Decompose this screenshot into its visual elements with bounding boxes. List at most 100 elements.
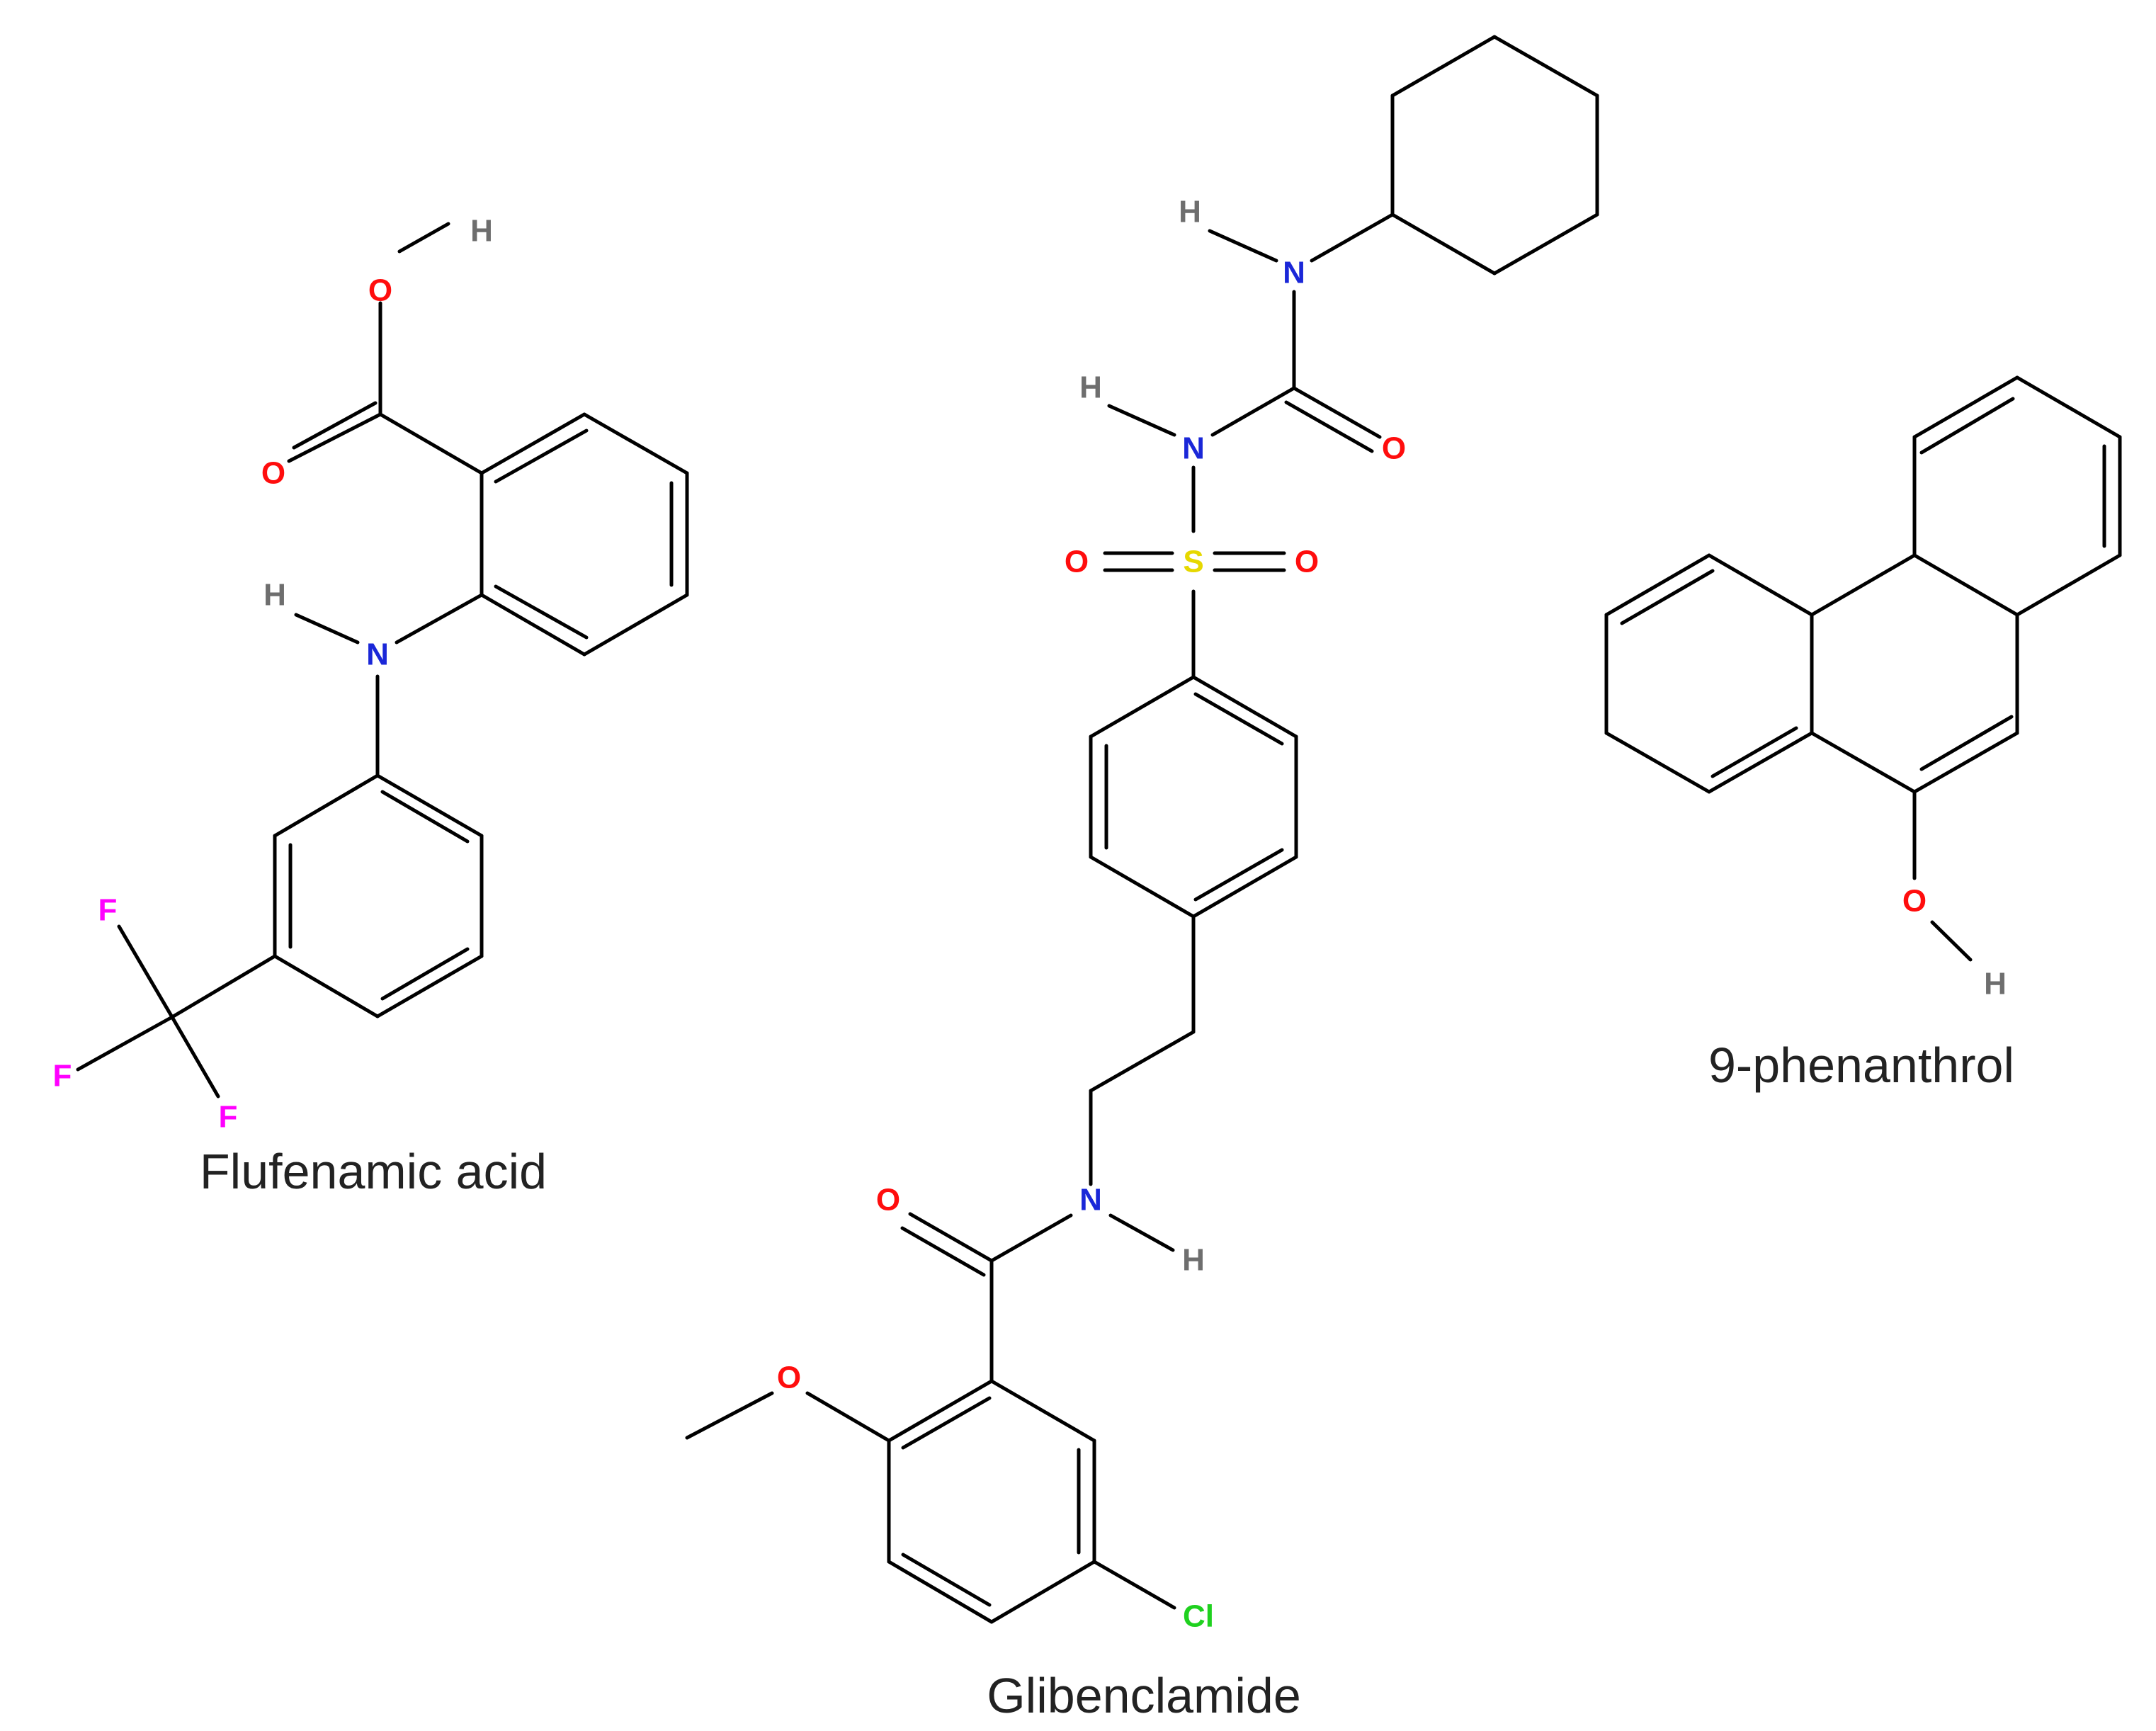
bond [1208,229,1278,263]
bond [989,1379,1096,1443]
bond [378,412,484,475]
bond [1912,553,2019,617]
bond [1092,1560,1176,1610]
bond [1390,35,1497,98]
atom-label: O [1902,884,1927,919]
bond [1089,675,1196,739]
atom-label: H [1984,967,2007,1001]
atom-label: F [98,893,118,928]
bond [480,593,586,657]
atom-label: H [1182,1243,1205,1278]
bond [1191,855,1298,919]
bond [76,1015,174,1072]
bond [170,1015,220,1099]
bond [1707,731,1814,794]
bond [287,412,382,463]
bond [1912,731,2019,794]
bond [901,1396,992,1450]
bond [1284,400,1374,453]
bond [989,1560,1096,1624]
atom-label: H [1179,195,1201,229]
flufenamic-atom-labels: O H O H N F F F [53,214,493,1135]
bond [908,1212,994,1263]
bond [1310,212,1395,263]
atom-label: O [1382,431,1406,466]
bond [582,593,689,657]
bond [1089,855,1196,919]
atom-label: N [1079,1183,1102,1218]
bond [1810,553,1917,617]
bond [117,924,174,1019]
bond [1930,920,1973,962]
bond [494,429,589,484]
molecule-name-glibenclamide: Glibenclamide [987,1668,1301,1723]
bond [1292,386,1382,439]
bond [887,1379,994,1443]
atom-label: N [1182,431,1205,466]
atom-label: F [219,1100,238,1135]
bond [480,412,586,475]
bond [294,613,360,645]
bond [380,790,470,844]
bond [1492,212,1599,276]
flufenamic-acid-structure: O H O H N F F F Flufenamic acid [53,214,689,1199]
bond [494,584,589,640]
bond [1210,386,1296,437]
bond [901,1553,992,1607]
bond [582,412,689,475]
bond [685,1391,774,1440]
atom-label: O [1295,545,1319,579]
atom-label: O [777,1361,801,1395]
bond [805,1391,891,1443]
bond [1604,731,1711,794]
bond [397,222,450,254]
bond [292,401,378,450]
bond [1193,692,1284,746]
molecule-name-flufenamic-acid: Flufenamic acid [200,1144,547,1199]
atom-label: S [1183,545,1203,579]
phenanthrol-atom-labels: O H [1902,884,2007,1001]
bond [1390,212,1497,276]
bond [2015,553,2122,617]
atom-label: O [261,456,285,491]
bond [1710,726,1798,778]
bond [170,954,277,1019]
bond [1108,1213,1175,1252]
bond [1193,848,1284,902]
bond [2015,375,2122,439]
bond [1919,397,2015,455]
atom-label: Cl [1183,1599,1214,1634]
bond [1919,715,2014,771]
atom-label: F [53,1059,72,1094]
atom-label: N [366,637,389,672]
glibenclamide-bonds [685,35,1599,1624]
flufenamic-bonds [76,222,689,1099]
bond [1707,553,1814,617]
atom-label: O [368,273,392,308]
bond [1912,375,2019,439]
atom-label: H [263,578,286,613]
molecule-name-9-phenanthrol: 9-phenanthrol [1708,1038,2014,1093]
bond [395,593,484,645]
bond [1089,1030,1196,1093]
bond [375,773,484,838]
bond [273,954,380,1018]
9-phenanthrol-structure: O H 9-phenanthrol [1604,375,2122,1093]
bond [887,1560,994,1624]
bond [1107,404,1176,437]
atom-label: O [876,1183,900,1218]
bond [1810,731,1917,794]
bond [1604,553,1711,617]
bond [900,1226,986,1277]
bond [375,954,484,1018]
bond [1492,35,1599,98]
bond [989,1213,1073,1263]
glibenclamide-atom-labels: H N H N O S O O O N H O Cl [777,195,1406,1634]
bond [1620,569,1715,625]
glibenclamide-structure: H N H N O S O O O N H O Cl Glibenclamide [685,35,1599,1723]
bond [1191,675,1298,739]
atom-label: O [1065,545,1089,579]
atom-label: H [470,214,493,249]
bond [380,947,470,1001]
